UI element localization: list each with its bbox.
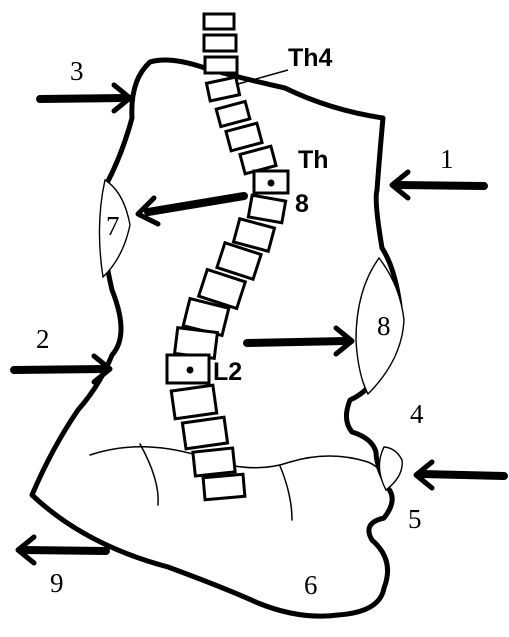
vertebra [204,14,234,29]
pad-5 [379,447,402,490]
number-4: 4 [410,399,424,429]
vertebra [204,35,236,51]
arrow-5 [416,462,504,488]
vertebra [193,448,235,476]
label-th8-line1: Th [298,146,329,174]
arrow-3 [40,85,130,111]
pelvis-curve-left [140,444,158,505]
arrow-2 [14,356,110,382]
arrow-pad-7 [138,196,244,224]
vertebra [216,101,250,126]
number-8: 8 [377,311,391,341]
label-th4: Th4 [288,44,333,72]
arrow-pad-8 [247,328,352,354]
number-3: 3 [70,56,84,86]
vertebra [206,77,239,101]
arrow-1 [392,172,484,198]
vertebra [203,474,245,499]
number-5: 5 [408,504,422,534]
label-th8-line2: 8 [295,190,309,218]
vertebra-l2-dot [187,367,194,374]
number-9: 9 [50,568,64,598]
vertebra-th8-dot [268,180,275,187]
number-7: 7 [106,211,120,241]
number-1: 1 [440,144,454,174]
vertebra [171,385,216,419]
label-l2: L2 [213,358,242,386]
number-2: 2 [36,324,50,354]
vertebra [182,417,227,449]
vertebra [226,123,262,151]
number-6: 6 [304,570,318,600]
vertebra [205,57,237,73]
pelvis-curve-right [280,466,292,520]
vertebra [248,195,285,223]
